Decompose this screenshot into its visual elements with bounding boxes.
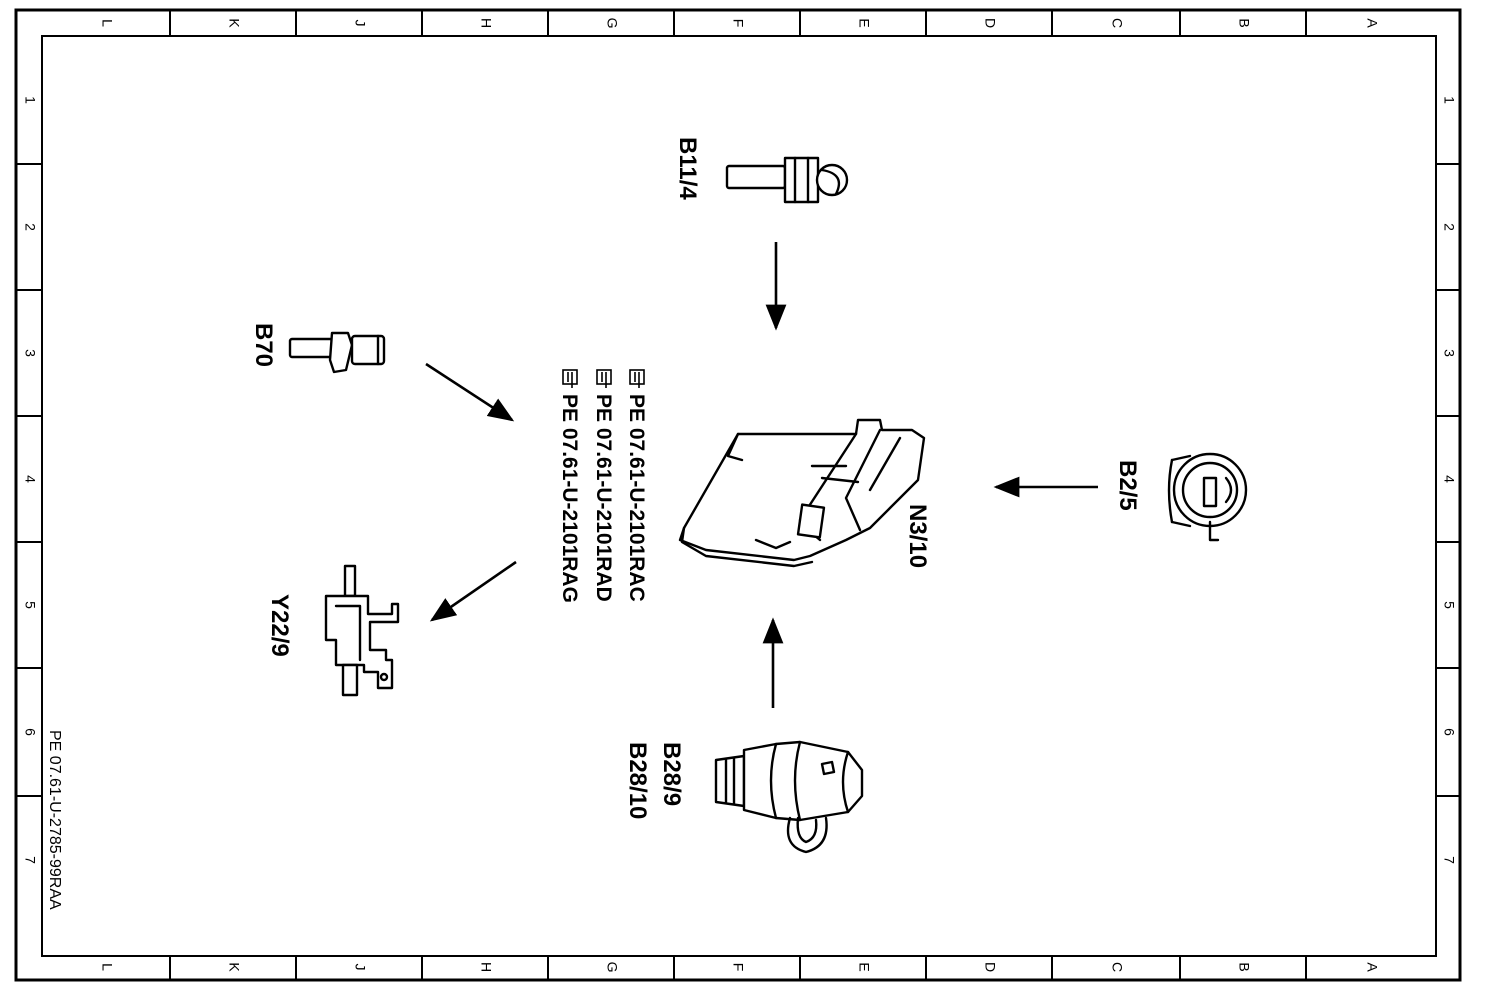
valve-y22-9-icon <box>324 564 400 697</box>
column-letter: E <box>856 962 872 971</box>
component-b11-4: B11/4 <box>674 137 849 204</box>
label-y22-9: Y22/9 <box>266 594 293 657</box>
component-b28: B28/9 B28/10 <box>624 740 864 854</box>
row-number: 4 <box>1441 475 1457 483</box>
row-number: 1 <box>22 96 38 104</box>
column-letter: B <box>1236 18 1252 27</box>
column-letter: J <box>352 964 368 971</box>
row-numbers-left: 1 2 3 4 5 6 7 <box>22 96 38 864</box>
row-number: 4 <box>22 475 38 483</box>
row-number: 5 <box>1441 601 1457 609</box>
reference-item: PE 07.61-U-2101RAD <box>592 369 615 602</box>
label-b28-10: B28/10 <box>624 742 651 819</box>
column-letter: L <box>99 19 115 27</box>
reference-text: PE 07.61-U-2101RAD <box>592 394 615 602</box>
row-number: 3 <box>1441 349 1457 357</box>
control-unit-n3-10-icon <box>678 418 926 568</box>
column-letter: L <box>99 963 115 971</box>
row-number: 6 <box>1441 728 1457 736</box>
drawing-number: PE 07.61-U-2785-99RAA <box>46 730 63 910</box>
column-letter: A <box>1364 18 1380 28</box>
label-b28-9: B28/9 <box>658 742 685 806</box>
pointing-hand-icon <box>629 369 645 388</box>
component-n3-10: N3/10 <box>678 418 931 568</box>
pointing-hand-icon <box>596 369 612 388</box>
label-b2-5: B2/5 <box>1114 460 1141 511</box>
zone-ticks <box>16 10 1460 980</box>
column-letter: G <box>604 962 620 973</box>
column-letter: J <box>352 20 368 27</box>
sensor-b28-icon <box>714 740 864 854</box>
row-number: 2 <box>1441 223 1457 231</box>
column-letter: K <box>226 962 242 972</box>
column-letter: K <box>226 18 242 28</box>
arrow-b70-to-n3-10 <box>425 362 515 422</box>
column-letter: E <box>856 18 872 27</box>
column-letter: H <box>478 18 494 28</box>
reference-item: PE 07.61-U-2101RAG <box>558 369 581 603</box>
component-b2-5: B2/5 <box>1114 452 1248 542</box>
column-letter: F <box>730 19 746 28</box>
row-number: 7 <box>1441 856 1457 864</box>
component-b70: B70 <box>250 323 386 374</box>
row-number: 5 <box>22 601 38 609</box>
reference-text: PE 07.61-U-2101RAG <box>558 394 581 603</box>
label-n3-10: N3/10 <box>904 504 931 568</box>
pointing-hand-icon <box>562 369 578 388</box>
sensor-b2-5-icon <box>1167 452 1248 542</box>
column-letter: H <box>478 962 494 972</box>
row-number: 7 <box>22 856 38 864</box>
label-b70: B70 <box>250 323 277 367</box>
column-letter: C <box>1109 18 1125 28</box>
label-b11-4: B11/4 <box>674 137 701 200</box>
column-letter: B <box>1236 962 1252 971</box>
component-y22-9: Y22/9 <box>266 564 400 697</box>
row-number: 6 <box>22 728 38 736</box>
row-number: 3 <box>22 349 38 357</box>
row-number: 1 <box>1441 96 1457 104</box>
reference-item: PE 07.61-U-2101RAC <box>625 369 648 602</box>
sensor-b70-icon <box>288 331 386 374</box>
inner-frame <box>41 35 1437 957</box>
column-letter: D <box>982 18 998 28</box>
row-numbers-right: 1 2 3 4 5 6 7 <box>1441 96 1457 864</box>
column-letter: G <box>604 18 620 29</box>
row-number: 2 <box>22 223 38 231</box>
outer-frame <box>14 8 1462 982</box>
column-letter: C <box>1109 962 1125 972</box>
reference-text: PE 07.61-U-2101RAC <box>625 394 648 602</box>
column-letter: A <box>1364 962 1380 972</box>
column-letter: D <box>982 962 998 972</box>
column-letter: F <box>730 963 746 972</box>
reference-list: PE 07.61-U-2101RAC PE 07.61-U-2101RAD PE… <box>558 369 648 603</box>
sensor-b11-4-icon <box>725 156 849 204</box>
arrow-n3-10-to-y22-9 <box>429 560 517 622</box>
